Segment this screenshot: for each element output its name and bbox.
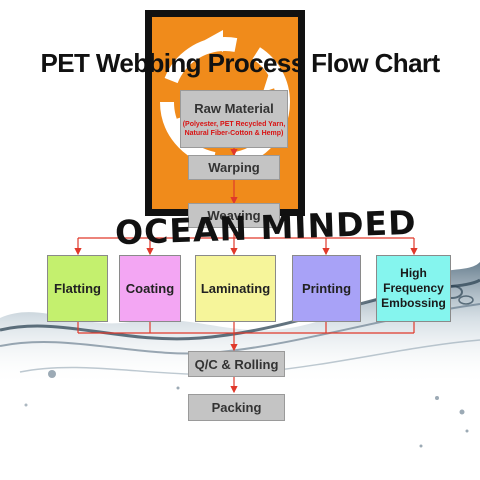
qc-rolling-box: Q/C & Rolling (188, 351, 285, 377)
printing-box: Printing (292, 255, 361, 322)
raw-material-label: Raw Material (194, 100, 274, 116)
chart-title: PET Webbing Process Flow Chart (40, 48, 440, 78)
raw-material-box: Raw Material (Polyester, PET Recycled Ya… (180, 90, 288, 148)
weaving-box: Weaving (188, 203, 280, 228)
packing-box: Packing (188, 394, 285, 421)
coating-box: Coating (119, 255, 181, 322)
high-frequency-embossing-box: High Frequency Embossing (376, 255, 451, 322)
laminating-box: Laminating (195, 255, 276, 322)
raw-material-detail: (Polyester, PET Recycled Yarn, Natural F… (182, 120, 286, 137)
warping-box: Warping (188, 155, 280, 180)
flatting-box: Flatting (47, 255, 108, 322)
